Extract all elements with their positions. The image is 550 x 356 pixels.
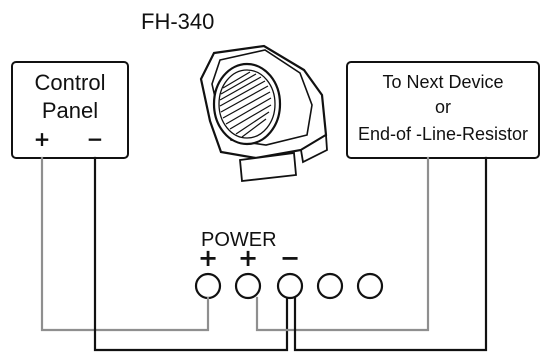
terminal-symbol-3: − [280, 244, 300, 272]
negative-input-wire [93, 156, 289, 352]
next-device-line2: or [435, 97, 451, 117]
next-device-line1: To Next Device [382, 72, 503, 92]
control-panel-box [11, 61, 129, 159]
positive-output-wire [255, 156, 430, 332]
control-panel-line2: Panel [42, 98, 98, 123]
terminal-screw-icon [194, 272, 222, 300]
terminal-symbol-2: + [238, 244, 258, 272]
next-device-box [346, 61, 540, 159]
terminal-screw-icon [234, 272, 262, 300]
terminal-screw-icon [276, 272, 304, 300]
negative-output-wire [293, 156, 488, 352]
terminal-screw-icon [316, 272, 344, 300]
horn-speaker-icon [199, 44, 328, 182]
positive-input-wire [40, 156, 210, 332]
terminal-symbol-1: + [198, 244, 218, 272]
control-panel-minus-label: − [87, 127, 104, 151]
control-panel-plus-label: + [34, 127, 51, 151]
next-device-line3: End-of -Line-Resistor [358, 124, 528, 144]
control-panel-line1: Control [35, 70, 106, 95]
model-label: FH-340 [141, 9, 214, 34]
power-label: POWER [201, 229, 277, 251]
terminal-screw-icon [356, 272, 384, 300]
